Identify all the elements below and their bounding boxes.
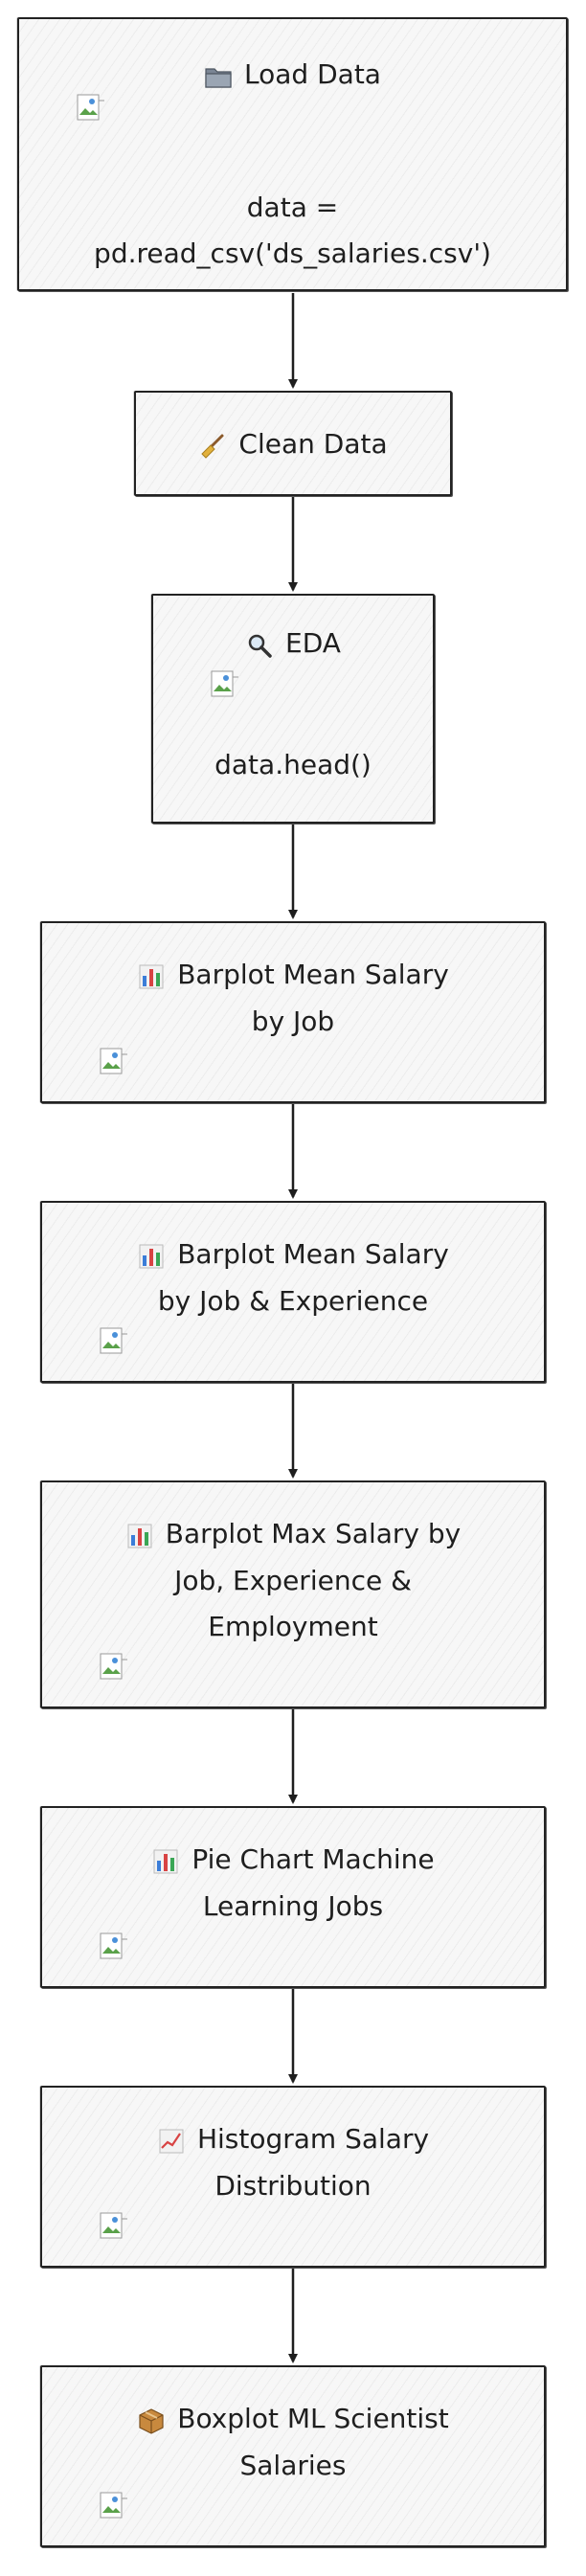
node-load-data[interactable]: Load Data data = pd.read_csv('ds_salarie…: [17, 17, 568, 291]
node-boxplot-ml-scientist-salaries[interactable]: Boxplot ML Scientist Salaries: [40, 2365, 546, 2547]
node-pie-chart-ml-jobs-title: Pie Chart Machine: [42, 1837, 544, 1884]
node-eda-title: EDA: [153, 621, 433, 667]
node-clean-data-title: Clean Data: [136, 421, 450, 468]
broken-image-icon: [100, 1048, 128, 1076]
node-histogram-salary-distribution-title: Histogram Salary: [42, 2116, 544, 2163]
package-icon: [137, 2397, 166, 2443]
node-barplot-max-salary-title: Barplot Max Salary by: [42, 1511, 544, 1558]
broken-image-icon: [100, 1327, 128, 1356]
node-barplot-max-salary[interactable]: Barplot Max Salary by Job, Experience & …: [40, 1480, 546, 1708]
node-histogram-salary-distribution[interactable]: Histogram Salary Distribution: [40, 2086, 546, 2268]
node-barplot-mean-salary-by-job[interactable]: Barplot Mean Salary by Job: [40, 921, 546, 1103]
node-barplot-max-salary-title-line3: Employment: [208, 1611, 378, 1642]
line-chart-icon: [157, 2117, 186, 2163]
node-boxplot-ml-scientist-salaries-title: Boxplot ML Scientist: [42, 2396, 544, 2443]
broom-icon: [198, 422, 227, 468]
broken-image-icon: [100, 2212, 128, 2241]
folder-icon: [204, 53, 233, 99]
node-pie-chart-ml-jobs-title-line2: Learning Jobs: [202, 1890, 384, 1922]
bar-chart-icon: [137, 953, 166, 999]
magnifier-icon: [245, 621, 274, 667]
bar-chart-icon: [137, 1232, 166, 1278]
node-barplot-mean-salary-by-job-title: Barplot Mean Salary: [42, 952, 544, 999]
node-barplot-mean-salary-by-job-experience-title: Barplot Mean Salary: [42, 1232, 544, 1278]
node-load-data-code: data = pd.read_csv('ds_salaries.csv'): [94, 192, 491, 269]
broken-image-icon: [211, 670, 239, 699]
node-boxplot-ml-scientist-salaries-title-line2: Salaries: [239, 2450, 347, 2481]
node-eda-code: data.head(): [214, 749, 372, 780]
node-barplot-mean-salary-by-job-experience[interactable]: Barplot Mean Salary by Job & Experience: [40, 1201, 546, 1383]
node-load-data-title: Load Data: [19, 52, 566, 99]
bar-chart-icon: [125, 1512, 154, 1558]
node-barplot-mean-salary-by-job-title-line2: by Job: [251, 1006, 335, 1037]
node-pie-chart-ml-jobs[interactable]: Pie Chart Machine Learning Jobs: [40, 1806, 546, 1988]
bar-chart-icon: [151, 1838, 180, 1884]
node-barplot-mean-salary-by-job-experience-title-line2: by Job & Experience: [157, 1285, 429, 1317]
broken-image-icon: [100, 1932, 128, 1961]
node-clean-data[interactable]: Clean Data: [134, 391, 452, 496]
node-barplot-max-salary-title-line2: Job, Experience &: [174, 1565, 412, 1596]
broken-image-icon: [100, 1653, 128, 1682]
node-eda[interactable]: EDA data.head(): [151, 594, 435, 824]
broken-image-icon: [100, 2492, 128, 2520]
node-histogram-salary-distribution-title-line2: Distribution: [214, 2170, 372, 2202]
broken-image-icon: [77, 94, 105, 123]
